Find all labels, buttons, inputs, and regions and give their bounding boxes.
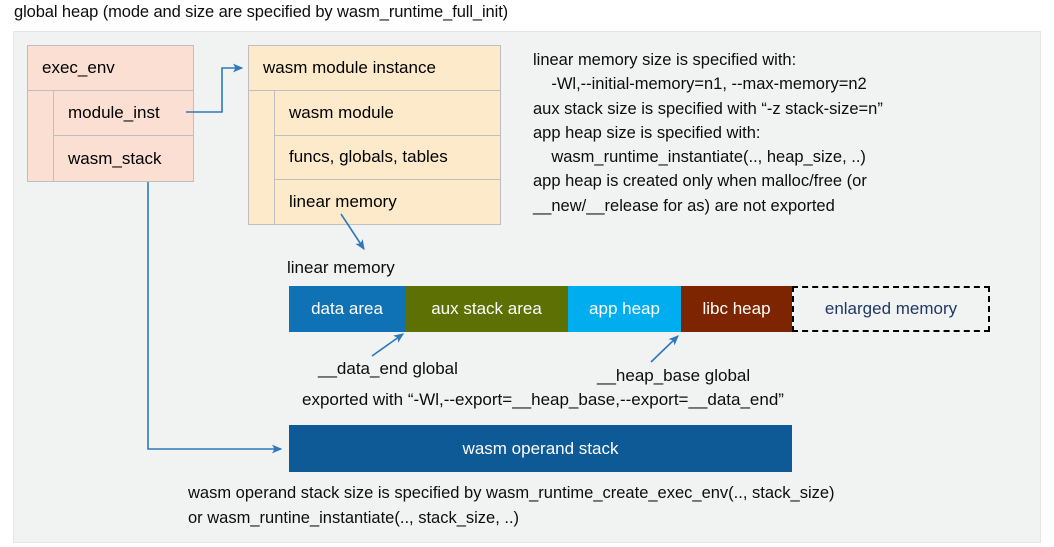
memory-segment-app-heap: app heap — [568, 286, 681, 332]
exec-env-row-module-inst: module_inst — [54, 91, 193, 136]
linear-memory-note: linear memory size is specified with: -W… — [533, 51, 883, 215]
memory-segment-enlarged-memory: enlarged memory — [792, 286, 990, 332]
linear-memory-label: linear memory — [287, 258, 395, 277]
heap-base-annotation: __heap_base global — [597, 366, 751, 385]
data-end-annotation: __data_end global — [318, 359, 458, 378]
exec-env-box: exec_env module_inst wasm_stack — [27, 45, 194, 182]
module-instance-rows: wasm module funcs, globals, tables linea… — [275, 91, 500, 225]
operand-stack-note: wasm operand stack size is specified by … — [188, 484, 835, 527]
module-instance-row-wasm-module: wasm module — [275, 91, 500, 136]
exec-env-gutter — [28, 91, 54, 181]
memory-segment-data-area: data area — [289, 286, 405, 332]
module-instance-row-linear-memory: linear memory — [289, 192, 397, 212]
exec-env-body: module_inst wasm_stack — [28, 91, 193, 181]
exec-env-row-wasm-stack: wasm_stack — [68, 148, 162, 168]
exported-with-annotation: exported with “-Wl,--export=__heap_base,… — [302, 390, 784, 409]
memory-segment-aux-stack-area: aux stack area — [405, 286, 568, 332]
wasm-module-instance-box: wasm module instance wasm module funcs, … — [248, 45, 501, 225]
module-instance-body: wasm module funcs, globals, tables linea… — [249, 91, 500, 225]
page-title: global heap (mode and size are specified… — [14, 3, 509, 21]
memory-segment-libc-heap: libc heap — [681, 286, 792, 332]
module-instance-header: wasm module instance — [249, 46, 500, 91]
wasm-operand-stack-box: wasm operand stack — [289, 425, 792, 472]
module-instance-row-funcs-globals-tables: funcs, globals, tables — [275, 136, 500, 180]
exec-env-rows: module_inst wasm_stack — [54, 91, 193, 181]
exec-env-header: exec_env — [28, 46, 193, 91]
module-instance-gutter — [249, 91, 275, 225]
